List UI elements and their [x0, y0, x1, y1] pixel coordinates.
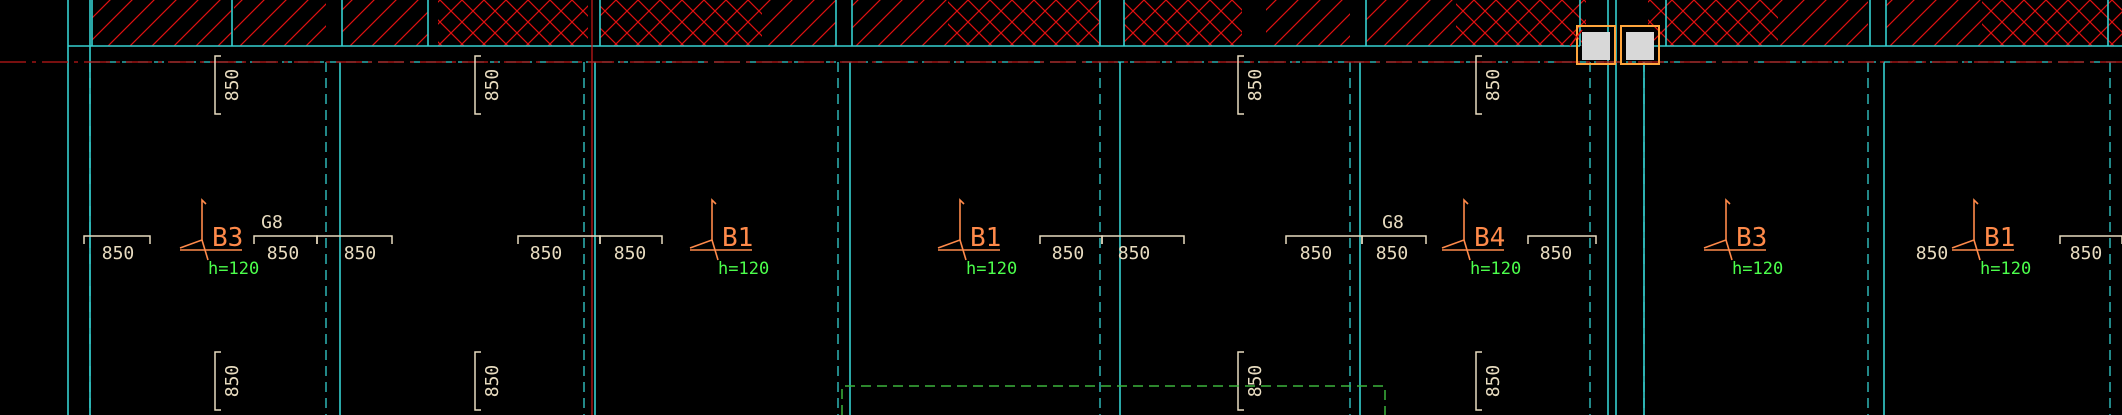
horizontal-dim-value: 850 [614, 243, 647, 264]
slab-tag-tick [959, 239, 967, 261]
horizontal-dim-value: 850 [2070, 243, 2103, 264]
hatch-panel [600, 0, 762, 46]
slab-thickness: h=120 [1980, 259, 2031, 279]
horizontal-dim-value: 850 [344, 243, 377, 264]
hatched-beam-strip [92, 0, 2122, 46]
vertical-dim-value: 850 [1245, 69, 1266, 102]
rebar-mark: G8 [261, 212, 283, 233]
slab-label: B3 [1736, 223, 1767, 253]
slab-tag-tick [711, 239, 719, 261]
horizontal-dim-value: 850 [1376, 243, 1409, 264]
hatch-panel [438, 0, 588, 46]
hatch-panel [852, 0, 948, 46]
opening-outline [841, 385, 1386, 415]
column-fill [1582, 32, 1610, 60]
rebar-mark: G8 [1382, 212, 1404, 233]
horizontal-dim-line [2059, 235, 2122, 244]
slab-tag-arrow [1703, 198, 1731, 249]
slab-tag: B1 h=120 [937, 198, 1017, 279]
horizontal-dim-value: 850 [267, 243, 300, 264]
horizontal-dim-line [1101, 235, 1185, 244]
slab-label: B1 [1984, 223, 2015, 253]
vertical-dim-value: 850 [1483, 69, 1504, 102]
horizontal-dim-line [599, 235, 663, 244]
vertical-dim-bracket [214, 55, 221, 115]
slab-tag: B3 h=120 [1703, 198, 1783, 279]
vertical-dim-value: 850 [482, 365, 503, 398]
vertical-dim-bracket [1475, 351, 1482, 411]
column-tick [1569, 29, 1583, 47]
horizontal-dim-value: 850 [530, 243, 563, 264]
slab-tag-arrow [689, 198, 717, 249]
horizontal-dim-value: 850 [1300, 243, 1333, 264]
hatch-panel [1456, 0, 1586, 46]
horizontal-dimensions: 850 850 850 850 850 850 850 850 850 850 850 850 [83, 235, 2122, 264]
columns [1569, 25, 1660, 65]
slab-label: B1 [970, 223, 1001, 253]
slab-thickness: h=120 [966, 259, 1017, 279]
slab-tag-arrow [179, 198, 207, 249]
horizontal-dim-value: 850 [102, 243, 135, 264]
slab-label: B1 [722, 223, 753, 253]
hatch-panel [234, 0, 326, 46]
column-outline [1576, 25, 1616, 65]
slab-outline-dashed [89, 61, 2122, 415]
horizontal-dim-value: 850 [1916, 243, 1949, 264]
slab-tag: B3 h=120 [179, 198, 259, 279]
hatch-panel [1982, 0, 2122, 46]
vertical-dim-value: 850 [1245, 365, 1266, 398]
slab-tags: B3 h=120 B1 h=120 B1 h=120 B4 h=120 B3 h=120 B1 h=1… [179, 198, 2031, 279]
hatch-panel [342, 0, 428, 46]
hatch-panel [1124, 0, 1242, 46]
vertical-dim-value: 850 [482, 69, 503, 102]
hatch-panel [1266, 0, 1350, 46]
slab-tag-tick [1463, 239, 1471, 261]
vertical-dim-value: 850 [222, 365, 243, 398]
slab-thickness: h=120 [1732, 259, 1783, 279]
vertical-dim-bracket [1237, 351, 1244, 411]
horizontal-dim-line [1361, 235, 1427, 244]
vertical-dim-value: 850 [1483, 365, 1504, 398]
vertical-dim-bracket [1475, 55, 1482, 115]
slab-tag: B1 h=120 [1951, 198, 2031, 279]
vertical-dim-bracket [1237, 55, 1244, 115]
vertical-dim-bracket [214, 351, 221, 411]
vertical-dim-value: 850 [222, 69, 243, 102]
horizontal-dim-line [83, 235, 151, 244]
slab-label: B4 [1474, 223, 1505, 253]
column-fill [1626, 32, 1654, 60]
slab-thickness: h=120 [1470, 259, 1521, 279]
hatch-panel [92, 0, 232, 46]
vertical-dim-bracket [474, 55, 481, 115]
slab-tag-arrow [937, 198, 965, 249]
slab-tag-tick [1973, 239, 1981, 261]
hatch-panel [1778, 0, 1868, 46]
slab-tag-tick [201, 239, 209, 261]
hatch-panel [762, 0, 836, 46]
hatch-panel [948, 0, 1100, 46]
hatch-panel [1366, 0, 1456, 46]
vertical-dimensions: 850 850 850 850 850 850 850 850 [214, 55, 1504, 411]
wall-lines [67, 0, 2122, 415]
slab-tag-tick [1725, 239, 1733, 261]
slab-tag-arrow [1441, 198, 1469, 249]
slab-thickness: h=120 [208, 259, 259, 279]
hatch-panel [1648, 0, 1778, 46]
column-outline [1620, 25, 1660, 65]
slab-tag: B1 h=120 [689, 198, 769, 279]
horizontal-dim-line [1527, 235, 1597, 244]
horizontal-dim-value: 850 [1540, 243, 1573, 264]
horizontal-dim-line [316, 235, 393, 244]
slab-tag: B4 h=120 [1441, 198, 1521, 279]
vertical-dim-bracket [474, 351, 481, 411]
slab-thickness: h=120 [718, 259, 769, 279]
slab-tag-arrow [1951, 198, 1979, 249]
horizontal-dim-value: 850 [1118, 243, 1151, 264]
rebar-marks: G8 G8 [261, 212, 1404, 233]
slab-label: B3 [212, 223, 243, 253]
horizontal-dim-value: 850 [1052, 243, 1085, 264]
hatch-panel [1886, 0, 1982, 46]
